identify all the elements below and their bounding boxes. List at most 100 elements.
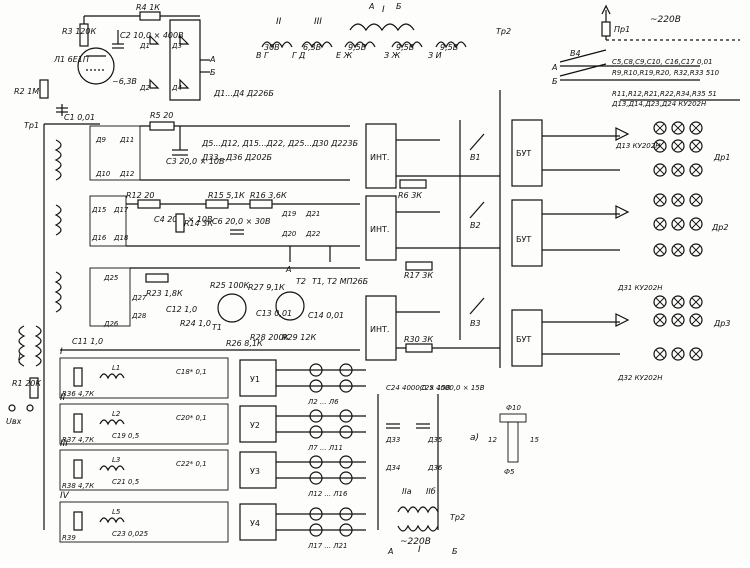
filter-channel-frame	[59, 403, 229, 445]
but-block-2	[511, 199, 543, 267]
tr1-winding-iv	[54, 271, 62, 313]
lamp-icon	[689, 295, 703, 309]
list-line-capacitors: C5,C8,C9,C10, C16,C17 0,01	[612, 58, 713, 66]
switch-b2-label: В2	[470, 221, 481, 230]
lamp-icon	[653, 193, 667, 207]
lamp-icon	[339, 455, 353, 469]
filter-channel-roman: IV	[60, 491, 70, 501]
d2-tag: Д2	[139, 84, 150, 92]
filter-resistor	[73, 413, 83, 433]
lamp-icon	[309, 507, 323, 521]
filter-resistor-label: R37 4,7К	[62, 436, 95, 444]
lamp-filament	[673, 123, 683, 133]
lamp-icon	[689, 347, 703, 361]
tr2-bottom-roman: I	[418, 545, 421, 555]
svg-text:Д17: Д17	[113, 206, 129, 214]
c1-label: C1 0,01	[64, 113, 95, 122]
filter-resistor	[73, 367, 83, 387]
diode-set-alt: Д33...Д36 Д202Б	[201, 153, 273, 162]
filter-resistor-label: R36 4,7К	[62, 390, 95, 398]
winding-terminals-v: З Ж	[384, 51, 401, 60]
lamp-filament	[691, 297, 701, 307]
amplifier-label: У1	[250, 375, 260, 384]
rectifier-section: Д9 Д11 Д10 Д12 R5 20 C3 20,0 × 10В Д5...…	[60, 111, 360, 351]
transistor-type: Т1, Т2 МП26Б	[312, 277, 369, 286]
winding-terminals-ii: В Г	[256, 51, 269, 60]
lamp-icon	[339, 507, 353, 521]
lamp-filament	[673, 165, 683, 175]
bridge-diode-types: Д1...Д4 Д226Б	[213, 89, 274, 98]
winding-terminals-iv: Е Ж	[336, 51, 353, 60]
filter-capacitor-label: C20* 0,1	[176, 414, 207, 422]
filter-capacitor-label: C22* 0,1	[176, 460, 207, 468]
channel-lamps-label: Л7 ... Л11	[307, 444, 343, 452]
lamp-supply-stage: R3 120К R4 1К Л1 6Е1П C2 10,0 × 400В Д1 …	[14, 3, 274, 122]
filter-resistor-label: R39	[62, 534, 76, 542]
filter-channel-frame	[59, 357, 229, 399]
svg-text:Д11: Д11	[119, 136, 134, 144]
lamp-icon	[689, 217, 703, 231]
r4-label: R4 1К	[136, 3, 160, 12]
but-block-3	[511, 309, 543, 367]
potentiometers: R6 3К R17 3К R30 3К	[398, 179, 433, 353]
fuse-symbol	[601, 21, 611, 37]
r24-label: R24 1,0	[180, 319, 211, 328]
int-block-1-label: ИНТ.	[370, 153, 389, 162]
thyristor-mid-label: Д31 КУ202Н	[617, 284, 663, 292]
t2-label: Т2	[296, 277, 306, 286]
lamp-filament	[691, 123, 701, 133]
inset-dim-1: Ф10	[506, 404, 521, 412]
d33-label: Д33	[385, 436, 400, 444]
r27-label: R27 9,1К	[248, 283, 285, 292]
fuse-label: Пр1	[614, 25, 630, 34]
lamp-icon	[339, 523, 353, 537]
lamp-filament	[673, 245, 683, 255]
tr2-bottom-b: Б	[452, 547, 458, 556]
amplifier-label: У4	[250, 519, 260, 528]
lamp-filament	[691, 165, 701, 175]
winding-roman-ii: II	[276, 17, 282, 27]
winding-roman-iii: III	[314, 17, 322, 27]
channel-lamps-label: Л12 ... Л16	[307, 490, 348, 498]
filter-resistor-label: R38 4,7К	[62, 482, 95, 490]
lamp-filament	[655, 141, 665, 151]
t1-label: Т1	[212, 323, 222, 332]
list-line-resistors-510: R9,R10,R19,R20, R32,R33 510	[612, 69, 720, 77]
bottom-transformer: IIа IIб Тр2 I А Б ~220В	[387, 487, 465, 556]
svg-text:Д20: Д20	[281, 230, 297, 238]
int-block-3	[365, 295, 397, 361]
input-terminal-2-icon[interactable]	[26, 404, 34, 412]
svg-text:Д28: Д28	[131, 312, 147, 320]
lamp-icon	[653, 295, 667, 309]
input-terminal-1-icon[interactable]	[8, 404, 16, 412]
lamp-icon	[309, 379, 323, 393]
tr2-pa-label: IIа	[402, 487, 412, 496]
winding-terminals-iii: Г Д	[292, 51, 305, 60]
c25-label: C25 4000,0 × 15В	[420, 384, 485, 392]
winding-voltage-ii: 30В	[264, 43, 280, 52]
c3-label: C3 20,0 × 10В	[166, 157, 225, 166]
transistor-t1-icon	[217, 293, 247, 323]
r3-label: R3 120К	[62, 27, 96, 36]
lamp-icon	[689, 139, 703, 153]
tube-6e1p-icon	[77, 47, 115, 85]
lamp-group-labels: Др1 Др2 Др3	[711, 153, 730, 328]
integrator-blocks: ИНТ. ИНТ. ИНТ.	[365, 123, 500, 361]
lamp-icon	[653, 163, 667, 177]
r29-label: R29 12К	[282, 333, 316, 342]
switch-b1-label: В1	[470, 153, 481, 162]
lamp-icon	[671, 295, 685, 309]
inset-part-drawing: а) Ф10 Ф5 15 12	[470, 404, 539, 476]
r1-label: R1 20К	[12, 379, 41, 388]
c13-label: C13 0,01	[256, 309, 292, 318]
lamp-icon	[671, 243, 685, 257]
r14-label: R14 3К	[184, 219, 213, 228]
r30-label: R30 3К	[404, 335, 433, 344]
amplifier-label: У2	[250, 421, 260, 430]
int-block-1	[365, 123, 397, 189]
but-block-2-label: БУТ	[516, 235, 531, 244]
winding-voltage-vi: 9,5В	[440, 43, 458, 52]
lamp-banks	[653, 121, 703, 361]
